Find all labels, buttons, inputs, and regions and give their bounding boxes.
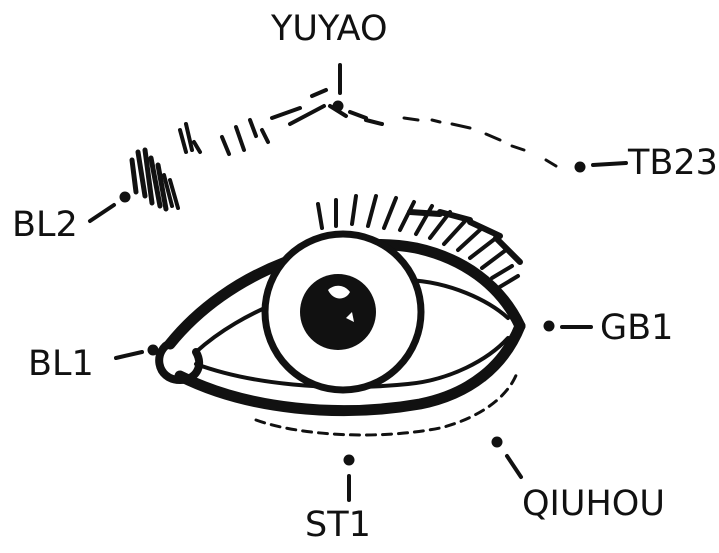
yuyao-label: YUYAO (271, 12, 388, 47)
eyebrow (132, 90, 556, 209)
bl2-label: BL2 (12, 208, 78, 243)
bl2-marker (90, 192, 131, 222)
st1-label: ST1 (305, 508, 371, 543)
gb1-label: GB1 (600, 311, 673, 346)
bl1-label: BL1 (28, 347, 94, 382)
qiuhou-marker (492, 437, 522, 478)
tb23-marker (575, 162, 627, 173)
gb1-marker (544, 321, 592, 332)
bl1-marker (116, 345, 159, 359)
iris (265, 234, 421, 390)
qiuhou-label: QIUHOU (522, 487, 665, 522)
tb23-label: TB23 (628, 146, 718, 181)
st1-marker (344, 455, 355, 501)
yuyao-marker (333, 65, 344, 112)
